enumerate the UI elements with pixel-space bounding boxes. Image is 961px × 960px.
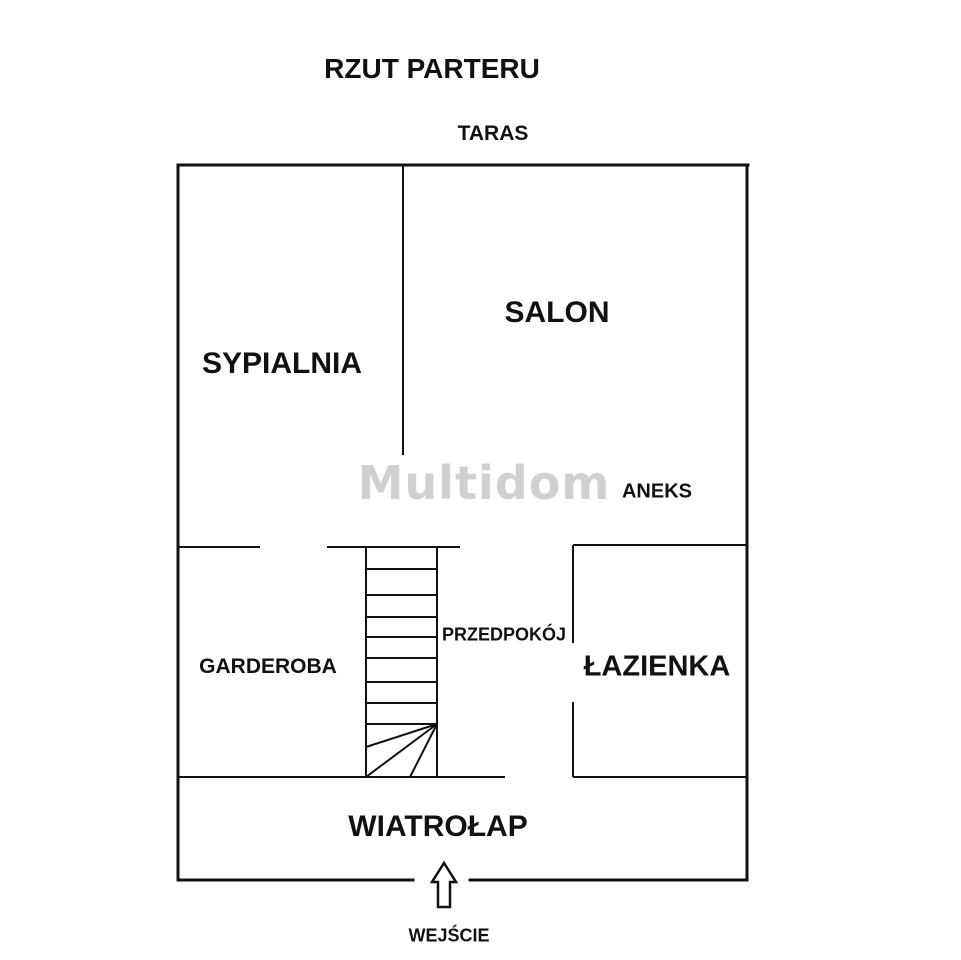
label-lazienka: ŁAZIENKA [583, 650, 731, 683]
label-aneks: ANEKS [621, 480, 693, 503]
label-sypialnia: SYPIALNIA [201, 347, 363, 380]
watermark: Multidom [357, 456, 611, 510]
stairs [365, 547, 438, 778]
label-przedpokoj: PRZEDPOKÓJ [441, 624, 567, 645]
arrow-up-icon [429, 860, 459, 909]
label-taras: TARAS [457, 122, 529, 145]
label-wejscie: WEJŚCIE [408, 925, 490, 946]
label-salon: SALON [504, 296, 610, 329]
label-wiatrolap: WIATROŁAP [348, 810, 528, 843]
label-garderoba: GARDEROBA [199, 655, 337, 678]
plan-title: RZUT PARTERU [324, 53, 540, 84]
